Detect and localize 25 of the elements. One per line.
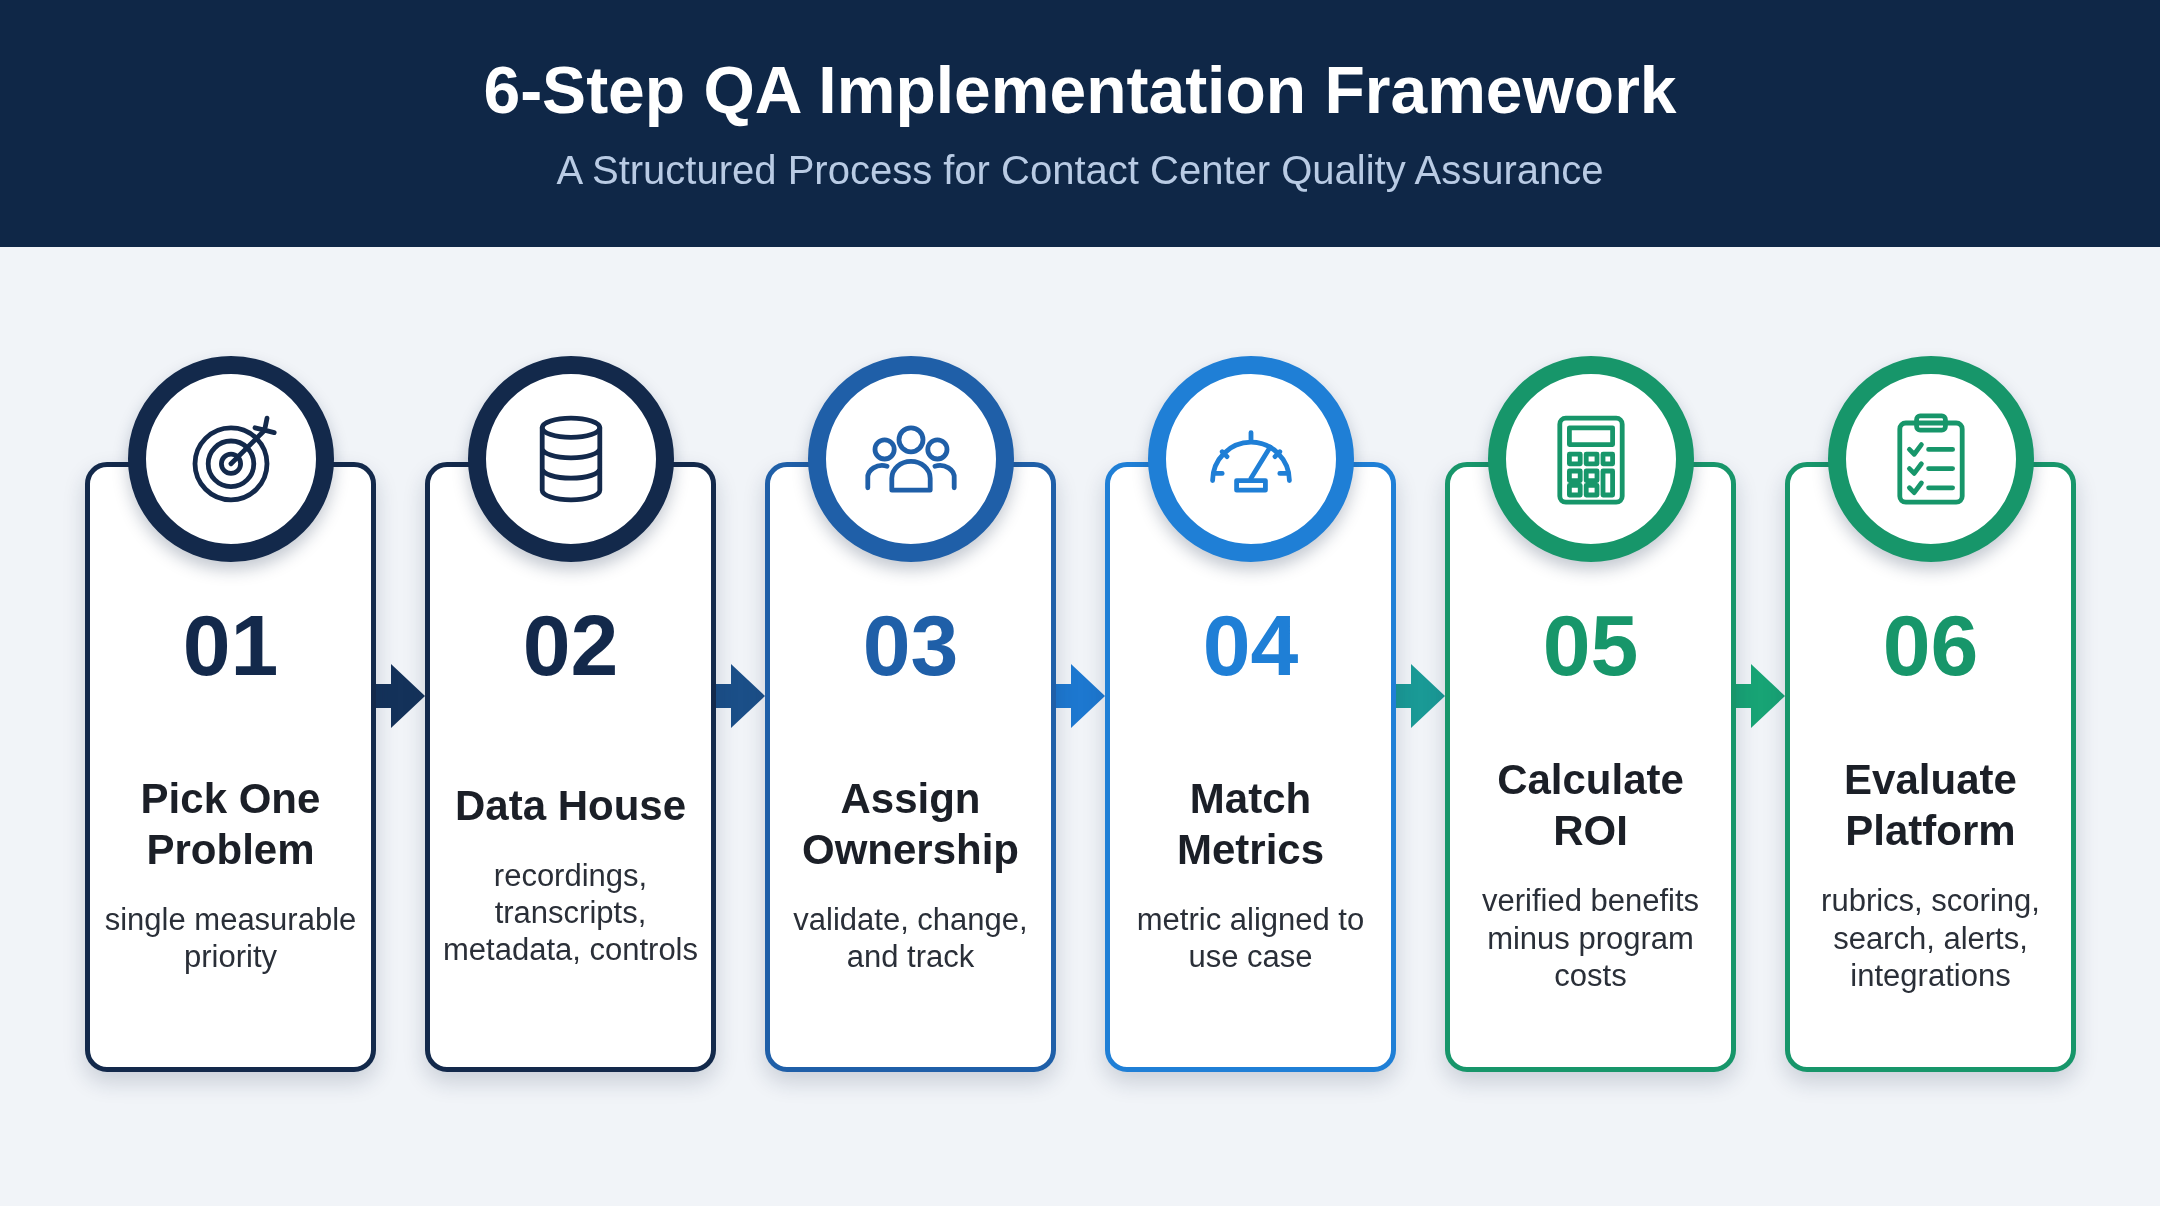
step-description: rubrics, scoring, search, alerts, integrations	[1820, 882, 2041, 994]
step-description: verified benefits minus program costs	[1480, 882, 1701, 994]
step-number: 01	[181, 596, 280, 695]
title: 6-Step QA Implementation Framework	[482, 52, 1678, 128]
step-number: 06	[1881, 596, 1980, 695]
arrow	[716, 664, 765, 728]
step-number: 04	[1201, 596, 1300, 695]
step-description: recordings, transcripts, metadata, controls	[442, 856, 699, 969]
step-description: single measurable priority	[103, 901, 358, 976]
step-title: Pick One Problem	[139, 773, 322, 875]
arrow	[1056, 664, 1105, 728]
step-title: Evaluate Platform	[1843, 755, 2018, 857]
step-title: Calculate ROI	[1496, 755, 1685, 857]
step-title: Data House	[454, 780, 687, 831]
arrow	[1736, 664, 1785, 728]
step-number: 05	[1541, 596, 1640, 695]
subtitle: A Structured Process for Contact Center Quality Assurance	[555, 148, 1605, 193]
step-description: validate, change, and track	[792, 901, 1029, 976]
arrow	[1396, 664, 1445, 728]
step-title: Assign Ownership	[800, 773, 1020, 875]
step-number: 02	[521, 596, 620, 695]
arrow	[376, 664, 425, 728]
step-title: Match Metrics	[1175, 773, 1326, 875]
step-number: 03	[861, 596, 960, 695]
step-description: metric aligned to use case	[1135, 901, 1366, 976]
